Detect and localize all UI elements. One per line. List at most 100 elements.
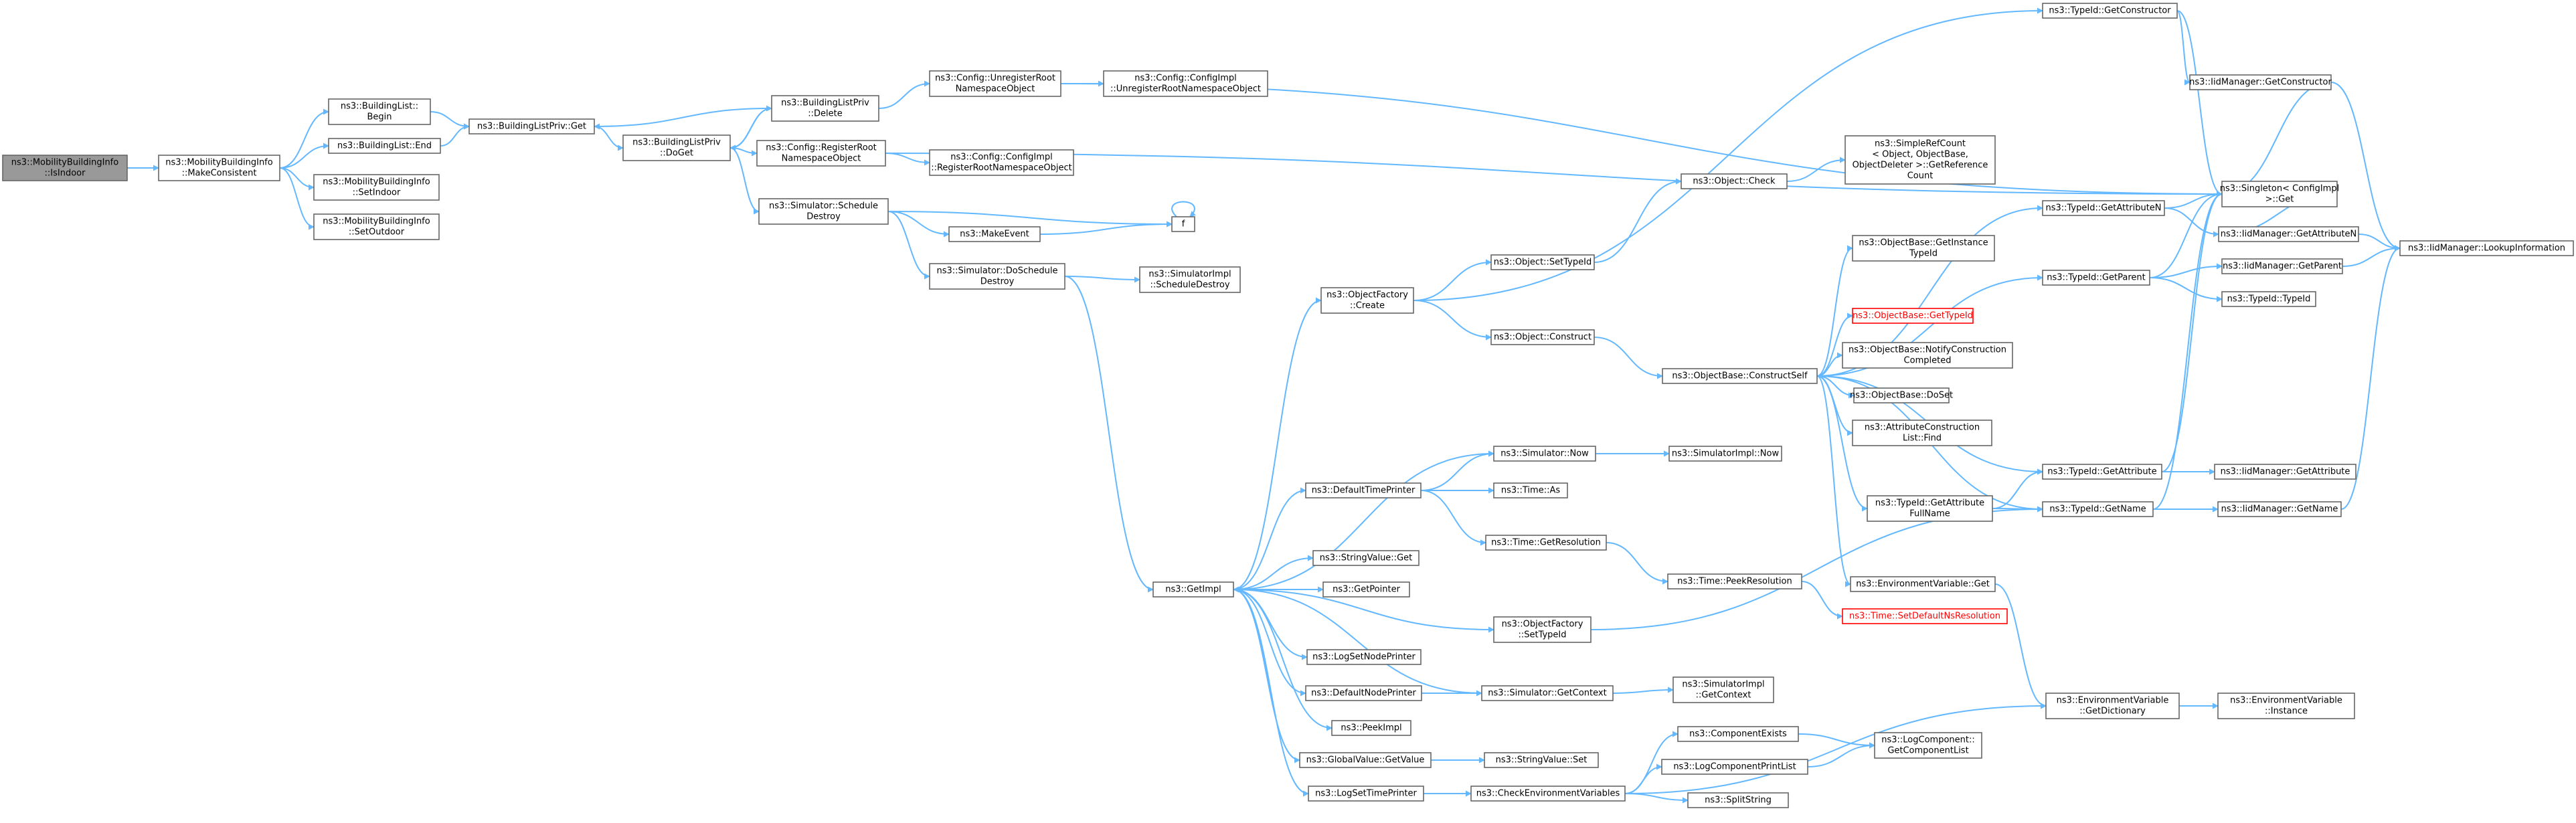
node-box[interactable] [1681,173,1788,189]
node-box[interactable] [929,263,1065,290]
node-blp-get[interactable]: ns3::BuildingListPriv::Get [468,118,595,134]
node-setindoor[interactable]: ns3::MobilityBuildingInfo::SetIndoor [313,174,440,201]
node-simimpl-now[interactable]: ns3::SimulatorImpl::Now [1668,446,1782,462]
node-box[interactable] [756,140,886,167]
node-objf-settypeid[interactable]: ns3::ObjectFactory::SetTypeId [1493,616,1592,643]
node-box[interactable] [1308,786,1424,802]
node-env-getdict[interactable]: ns3::EnvironmentVariable::GetDictionary [2045,693,2180,719]
node-ob-doset[interactable]: ns3::ObjectBase::DoSet [1850,387,1953,403]
node-typeid-typeid[interactable]: ns3::TypeId::TypeId [2221,291,2316,307]
node-env-instance[interactable]: ns3::EnvironmentVariable::Instance [2217,693,2355,719]
node-box[interactable] [328,138,441,154]
node-box[interactable] [1481,685,1614,701]
node-bl-end[interactable]: ns3::BuildingList::End [328,138,441,154]
node-box[interactable] [2189,74,2332,90]
node-obj-check[interactable]: ns3::Object::Check [1681,173,1788,189]
node-box[interactable] [1842,342,2013,369]
node-box[interactable] [1667,573,1802,589]
node-box[interactable] [1320,287,1414,314]
node-stringvalue-get[interactable]: ns3::StringValue::Get [1312,550,1420,566]
node-iidm-getattr[interactable]: ns3::IidManager::GetAttribute [2214,464,2356,480]
node-box[interactable] [2045,693,2180,719]
node-blp-delete[interactable]: ns3::BuildingListPriv::Delete [771,95,879,122]
node-box[interactable] [313,213,440,240]
node-compexists[interactable]: ns3::ComponentExists [1677,726,1799,742]
node-ob-notify[interactable]: ns3::ObjectBase::NotifyConstructionCompl… [1842,342,2013,369]
node-cfgimpl-unregister[interactable]: ns3::Config::ConfigImpl::UnregisterRootN… [1103,70,1268,97]
node-obj-construct[interactable]: ns3::Object::Construct [1490,329,1595,345]
node-box[interactable] [1850,576,1996,592]
node-box[interactable] [2042,200,2165,216]
node-box[interactable] [2,155,128,181]
node-iidm-lookup[interactable]: ns3::IidManager::LookupInformation [2399,240,2574,256]
node-box[interactable] [1490,329,1595,345]
node-box[interactable] [1306,649,1422,665]
node-box[interactable] [1470,786,1626,802]
node-getimpl[interactable]: ns3::GetImpl [1152,581,1234,598]
node-checkenv[interactable]: ns3::CheckEnvironmentVariables [1470,786,1626,802]
node-box[interactable] [1672,676,1774,703]
node-box[interactable] [1493,616,1592,643]
node-box[interactable] [2042,501,2154,517]
node-box[interactable] [1867,495,1993,522]
node-logcompprintlist[interactable]: ns3::LogComponentPrintList [1661,759,1808,775]
node-defnodeprinter[interactable]: ns3::DefaultNodePrinter [1305,685,1422,701]
node-box[interactable] [1493,482,1568,498]
node-sched-destroy[interactable]: ns3::Simulator::ScheduleDestroy [758,198,889,225]
node-box[interactable] [1299,752,1432,768]
node-box[interactable] [929,149,1074,176]
node-box[interactable] [1874,732,1982,759]
node-box[interactable] [1493,446,1596,462]
node-ob-gettypeid[interactable]: ns3::ObjectBase::GetTypeId [1852,308,1974,324]
node-typeid-getctor[interactable]: ns3::TypeId::GetConstructor [2042,3,2178,19]
node-box[interactable] [2042,464,2162,480]
node-bl-begin[interactable]: ns3::BuildingList::Begin [328,98,431,125]
node-stringvalue-set[interactable]: ns3::StringValue::Set [1484,752,1599,768]
node-refcount[interactable]: ns3::SimpleRefCount< Object, ObjectBase,… [1844,135,1996,185]
node-box[interactable] [1331,720,1411,736]
node-box[interactable] [758,198,889,225]
node-typeid-getattr[interactable]: ns3::TypeId::GetAttribute [2042,464,2162,480]
node-register[interactable]: ns3::Config::RegisterRootNamespaceObject [756,140,886,167]
node-iidm-getattrn[interactable]: ns3::IidManager::GetAttributeN [2218,226,2359,242]
node-setoutdoor[interactable]: ns3::MobilityBuildingInfo::SetOutdoor [313,213,440,240]
node-makeevent[interactable]: ns3::MakeEvent [948,226,1041,242]
node-typeid-getattrn[interactable]: ns3::TypeId::GetAttributeN [2042,200,2165,216]
node-obj-settypeid[interactable]: ns3::Object::SetTypeId [1490,254,1595,270]
node-box[interactable] [929,70,1061,97]
node-box[interactable] [328,98,431,125]
node-box[interactable] [1139,266,1241,293]
node-sim-now[interactable]: ns3::Simulator::Now [1493,446,1596,462]
node-box[interactable] [771,95,879,122]
node-simimpl-getcontext[interactable]: ns3::SimulatorImpl::GetContext [1672,676,1774,703]
node-box[interactable] [2042,3,2178,19]
node-typeid-getname[interactable]: ns3::TypeId::GetName [2042,501,2154,517]
node-cfgimpl-register[interactable]: ns3::Config::ConfigImpl::RegisterRootNam… [929,149,1074,176]
node-gv-getvalue[interactable]: ns3::GlobalValue::GetValue [1299,752,1432,768]
node-box[interactable] [2214,464,2356,480]
node-box[interactable] [1171,216,1195,232]
node-box[interactable] [2399,240,2574,256]
node-makeconsistent[interactable]: ns3::MobilityBuildingInfo::MakeConsisten… [158,155,280,181]
node-box[interactable] [1152,581,1234,598]
node-box[interactable] [1662,368,1818,384]
node-time-getres[interactable]: ns3::Time::GetResolution [1485,535,1607,551]
node-box[interactable] [1677,726,1799,742]
node-box[interactable] [1305,685,1422,701]
node-time-peekres[interactable]: ns3::Time::PeekResolution [1667,573,1802,589]
node-box[interactable] [1490,254,1595,270]
node-box[interactable] [1687,792,1789,808]
node-singleton-get[interactable]: ns3::Singleton< ConfigImpl >::Get [2220,181,2339,207]
node-box[interactable] [1484,752,1599,768]
node-box[interactable] [158,155,280,181]
node-time-as[interactable]: ns3::Time::As [1493,482,1568,498]
node-constructself[interactable]: ns3::ObjectBase::ConstructSelf [1662,368,1818,384]
node-iidm-getctor[interactable]: ns3::IidManager::GetConstructor [2189,74,2332,90]
node-blp-doget[interactable]: ns3::BuildingListPriv::DoGet [622,134,731,161]
node-box[interactable] [2042,270,2150,286]
node-typeid-getparent[interactable]: ns3::TypeId::GetParent [2042,270,2150,286]
node-f[interactable]: f [1171,216,1195,232]
